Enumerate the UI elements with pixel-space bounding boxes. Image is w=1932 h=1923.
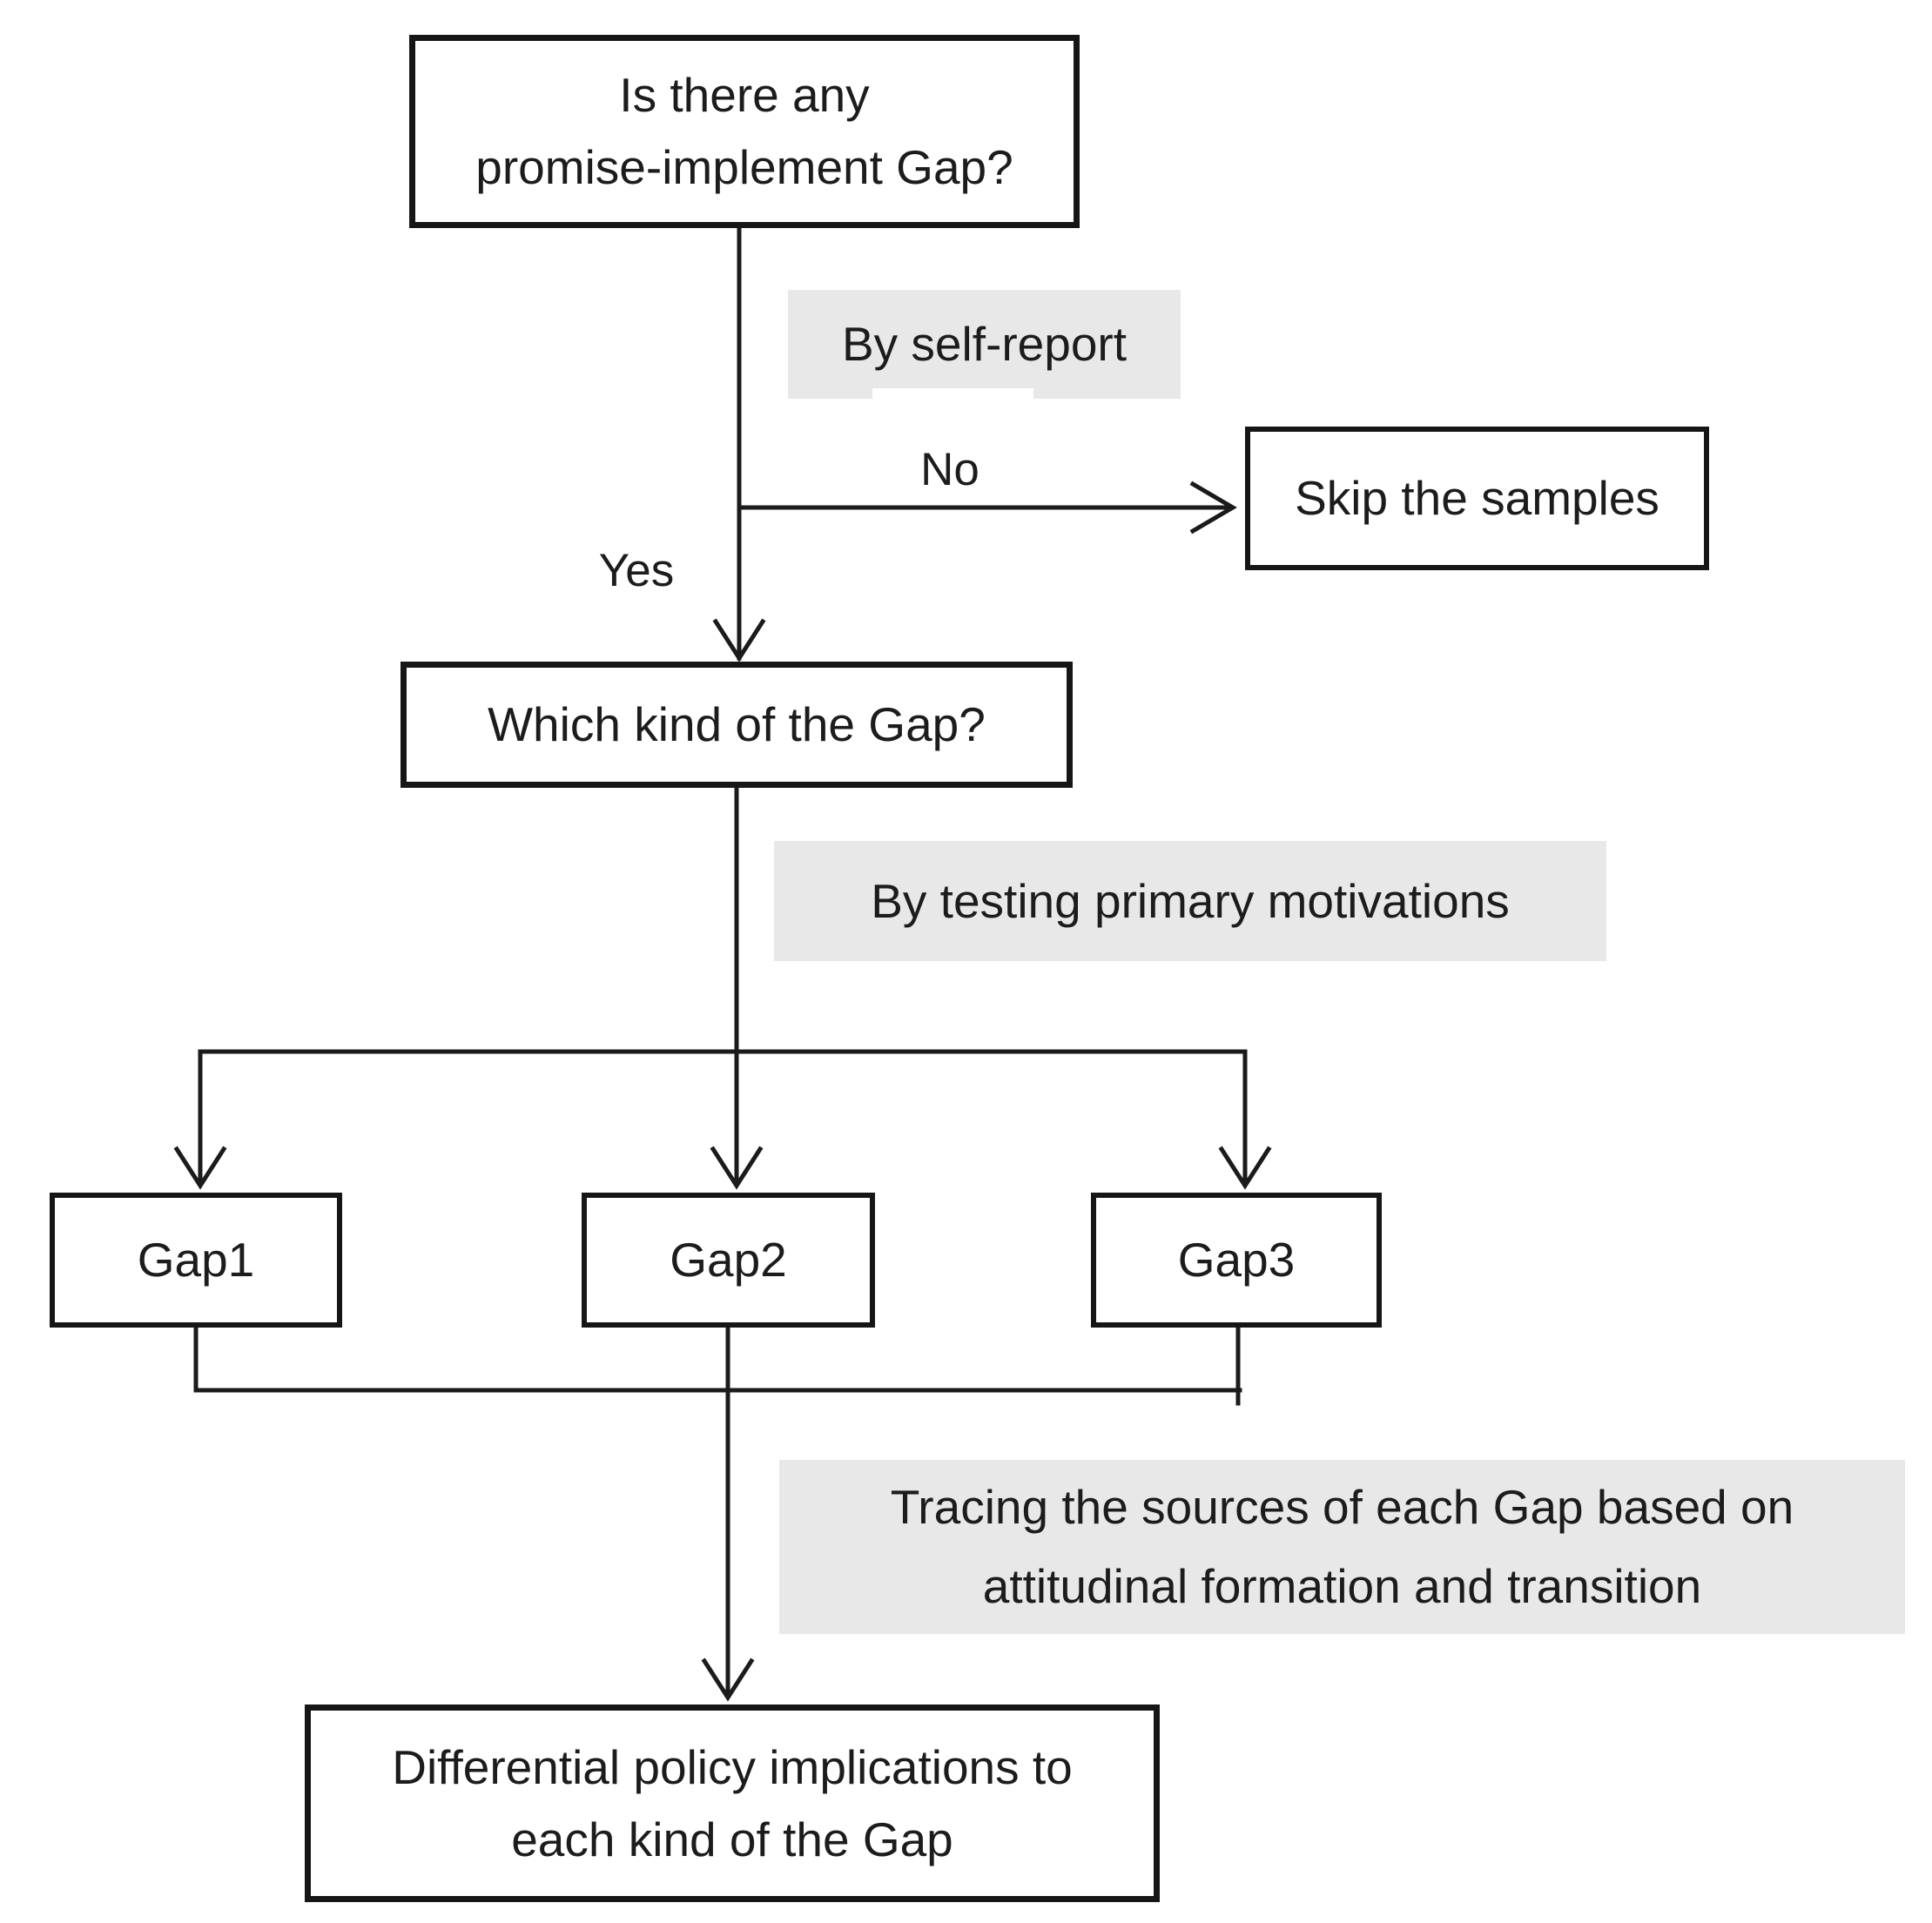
node-gap1-label: Gap1 xyxy=(137,1233,255,1287)
node-gap2-label: Gap2 xyxy=(670,1233,787,1287)
edge-label-by-testing-motivations: By testing primary motivations xyxy=(774,841,1606,961)
node-skip-label: Skip the samples xyxy=(1295,471,1659,525)
node-which-kind-of-gap: Which kind of the Gap? xyxy=(401,662,1073,788)
node-promise-gap-question: Is there any promise-implement Gap? xyxy=(409,35,1080,228)
node-gap1: Gap1 xyxy=(50,1193,342,1328)
node-gap3: Gap3 xyxy=(1091,1193,1382,1328)
arrowhead-gap2-icon xyxy=(710,1146,764,1190)
edge-label-no: No xyxy=(885,439,1015,500)
edge-label-by-self-report-text: By self-report xyxy=(841,317,1128,371)
node-promise-line1: Is there any xyxy=(619,68,870,122)
node-policy-line1: Differential policy implications to xyxy=(392,1739,1073,1794)
node-gap2: Gap2 xyxy=(582,1193,875,1328)
arrowhead-gap1-icon xyxy=(173,1146,227,1190)
node-skip-the-samples: Skip the samples xyxy=(1245,427,1709,570)
arrowhead-gap3-icon xyxy=(1218,1146,1272,1190)
edge-label-no-text: No xyxy=(920,443,979,495)
node-policy-line2: each kind of the Gap xyxy=(511,1812,953,1866)
edge-label-by-self-report: By self-report xyxy=(788,290,1181,400)
node-differential-policy: Differential policy implications to each… xyxy=(305,1704,1160,1902)
node-which-label: Which kind of the Gap? xyxy=(488,697,986,751)
edge-label-tracing-line2: attitudinal formation and transition xyxy=(982,1559,1702,1613)
arrowhead-skip-icon xyxy=(1189,481,1237,535)
arrowhead-policy-icon xyxy=(701,1657,755,1702)
edge-label-by-testing-text: By testing primary motivations xyxy=(871,873,1510,928)
edge-label-tracing-sources: Tracing the sources of each Gap based on… xyxy=(779,1460,1905,1634)
edge-label-yes: Yes xyxy=(573,540,700,601)
edge-label-tracing-line1: Tracing the sources of each Gap based on xyxy=(890,1480,1794,1534)
node-promise-line2: promise-implement Gap? xyxy=(475,140,1013,194)
arrowhead-which-icon xyxy=(712,618,766,662)
node-gap3-label: Gap3 xyxy=(1177,1233,1296,1287)
label-white-notch xyxy=(872,388,1033,400)
edge-label-yes-text: Yes xyxy=(598,544,675,596)
